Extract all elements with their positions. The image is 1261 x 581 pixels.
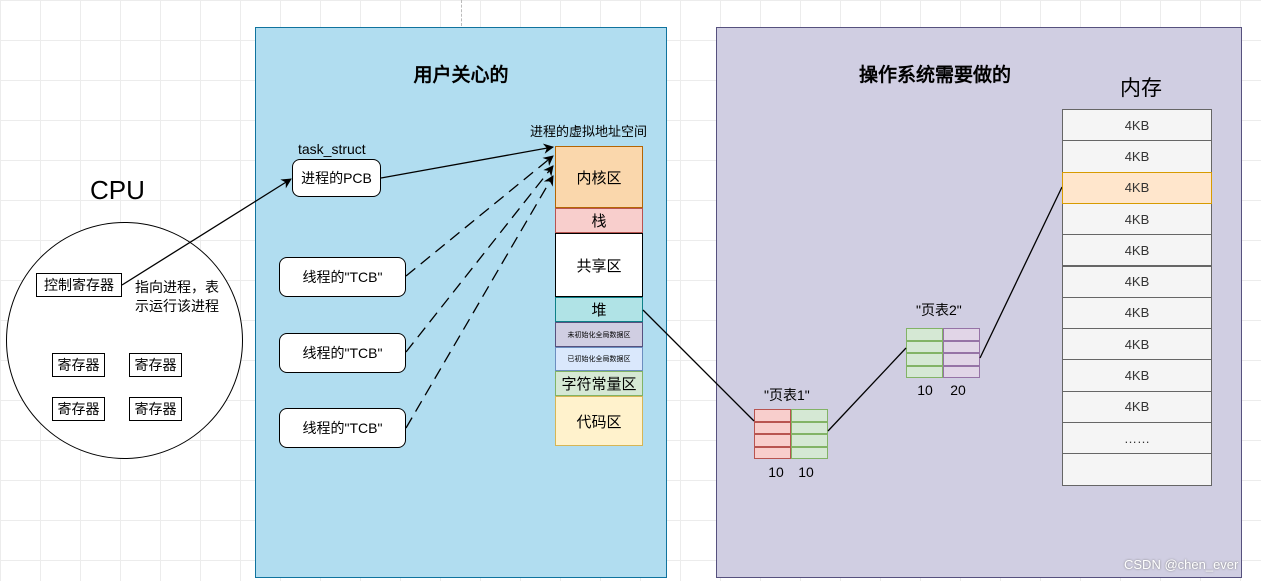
tcb-label: 线程的"TCB" — [302, 345, 383, 361]
vas-segment-label: 栈 — [591, 213, 607, 230]
control-register: 控制寄存器 — [36, 273, 122, 297]
memory-title: 内存 — [1120, 77, 1162, 100]
vas-segment-label: 堆 — [591, 302, 607, 319]
control-register-to-pcb-arrow — [121, 178, 292, 286]
vas-segment-label: 共享区 — [576, 257, 622, 275]
memory-cell-label: 4KB — [1124, 399, 1150, 415]
vas-segment-label: 代码区 — [576, 413, 622, 431]
pcb-box: 进程的PCB — [292, 159, 381, 197]
tcb-3-to-vas-arrow — [405, 175, 554, 429]
memory-cell — [1062, 453, 1212, 486]
memory-cell-label: 4KB — [1124, 368, 1150, 384]
page-table-cell — [754, 421, 791, 434]
tcb-label: 线程的"TCB" — [302, 269, 383, 285]
memory-cell: 4KB — [1062, 328, 1212, 361]
register-2: 寄存器 — [129, 353, 182, 377]
memory-cell: 4KB — [1062, 109, 1212, 142]
memory-cell-label: 4KB — [1124, 274, 1150, 290]
page-table-cell — [754, 446, 791, 459]
memory-cell: 4KB — [1062, 202, 1212, 236]
memory-cell-label: 4KB — [1124, 242, 1150, 258]
register-4: 寄存器 — [129, 397, 182, 421]
page-table-2-to-memory-line — [979, 186, 1063, 359]
page-table-1-to-page-table-2-line — [827, 347, 907, 432]
vas-segment: 代码区 — [555, 396, 643, 446]
page-table-cell — [791, 421, 828, 434]
page-table-cell — [791, 446, 828, 459]
pcb-to-vas-arrow — [380, 143, 555, 179]
page-table-cell — [943, 328, 980, 341]
memory-cell: …… — [1062, 422, 1212, 455]
page-table-2-title: "页表2" — [916, 302, 962, 318]
memory-cell-label: 4KB — [1124, 148, 1150, 164]
vas-segment: 内核区 — [555, 146, 643, 208]
tcb-box-3: 线程的"TCB" — [279, 408, 406, 448]
page-table-cell — [906, 340, 943, 353]
page-table-cell — [754, 434, 791, 447]
vas-segment: 未初始化全局数据区 — [555, 322, 643, 347]
page-table-cell — [791, 409, 828, 422]
vas-segment-label: 未初始化全局数据区 — [567, 331, 631, 339]
memory-cell-label: 4KB — [1124, 305, 1150, 321]
vas-segment: 共享区 — [555, 233, 643, 297]
memory-cell: 4KB — [1062, 265, 1212, 298]
tcb-2-to-vas-arrow — [405, 165, 554, 353]
vas-segment: 堆 — [555, 297, 643, 322]
page-table-cell — [943, 365, 980, 378]
page-table-cell — [943, 340, 980, 353]
cpu-circle — [6, 222, 243, 459]
control-register-label: 控制寄存器 — [44, 277, 114, 293]
vas-segment: 字符常量区 — [555, 371, 643, 396]
page-table-cell — [943, 353, 980, 366]
page-table-cell — [906, 353, 943, 366]
page-table-cell — [791, 434, 828, 447]
tcb-label: 线程的"TCB" — [302, 420, 383, 436]
tcb-1-to-vas-arrow — [405, 155, 554, 277]
watermark: CSDN @chen_ever — [1124, 557, 1239, 572]
register-label: 寄存器 — [57, 401, 100, 417]
user-section-title: 用户关心的 — [413, 65, 509, 86]
page-table-2-right-bits: 20 — [950, 382, 966, 398]
page-table-1-left-bits: 10 — [768, 464, 784, 480]
os-section-title: 操作系统需要做的 — [858, 65, 1011, 86]
memory-cell-label: 4KB — [1124, 211, 1150, 227]
vas-segment: 栈 — [555, 208, 643, 233]
pcb-label: 进程的PCB — [301, 170, 372, 186]
tcb-box-1: 线程的"TCB" — [279, 257, 406, 297]
register-label: 寄存器 — [57, 357, 100, 373]
memory-cell-label: 4KB — [1124, 336, 1150, 352]
memory-cell-label: …… — [1124, 430, 1150, 446]
memory-cell-label: 4KB — [1124, 180, 1150, 196]
page-table-cell — [754, 409, 791, 422]
vas-segment-label: 字符常量区 — [561, 376, 637, 393]
page-table-1-title: "页表1" — [764, 387, 810, 403]
register-label: 寄存器 — [134, 401, 177, 417]
cpu-title: CPU — [90, 175, 145, 205]
vas-segment: 已初始化全局数据区 — [555, 347, 643, 371]
heap-to-page-table-1-line — [642, 309, 755, 422]
register-label: 寄存器 — [134, 357, 177, 373]
memory-cell-label: 4KB — [1124, 117, 1150, 133]
vas-title: 进程的虚拟地址空间 — [530, 124, 648, 139]
memory-cell: 4KB — [1062, 171, 1212, 204]
page-table-cell — [906, 328, 943, 341]
page-table-2-left-bits: 10 — [917, 382, 933, 398]
memory-cell: 4KB — [1062, 359, 1212, 392]
register-3: 寄存器 — [52, 397, 105, 421]
vas-segment-label: 内核区 — [576, 169, 622, 187]
task-struct-label: task_struct — [298, 141, 366, 157]
control-register-note: 指向进程，表 示运行该进程 — [135, 279, 219, 314]
guide-line — [461, 0, 462, 26]
vas-segment-label: 已初始化全局数据区 — [567, 356, 631, 363]
register-1: 寄存器 — [52, 353, 105, 377]
tcb-box-2: 线程的"TCB" — [279, 333, 406, 373]
memory-cell: 4KB — [1062, 296, 1212, 330]
page-table-1-right-bits: 10 — [798, 464, 814, 480]
page-table-cell — [906, 365, 943, 378]
